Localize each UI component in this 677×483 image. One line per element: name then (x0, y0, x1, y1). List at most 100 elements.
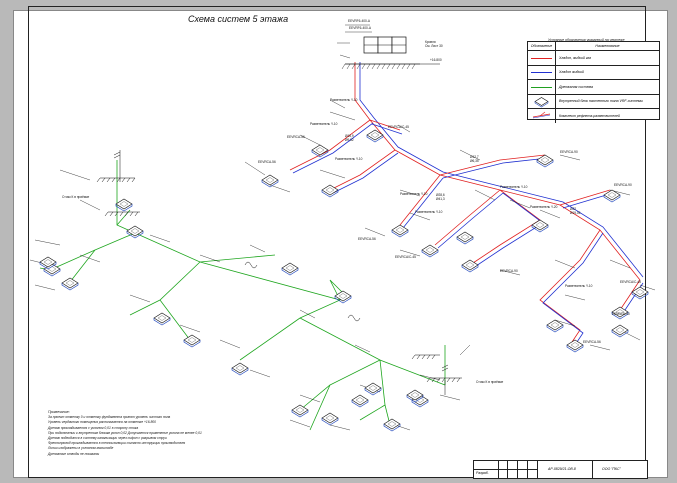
legend-row: Дренажная система (528, 80, 659, 95)
pipe-label: Ø12,7 (470, 155, 479, 159)
branch-label: Разветвитель Y-10 (415, 210, 443, 214)
outdoor-unit-label: EEVRF6-400-A (348, 19, 371, 23)
indoor-unit-icon (126, 225, 144, 239)
indoor-units (39, 129, 649, 432)
branch-label: Разветвитель Y-20 (530, 205, 558, 209)
legend-text: Комплект рефнета-разветвителей (559, 113, 620, 118)
branch-label: Разветвитель Y-10 (335, 157, 363, 161)
drawing-frame (28, 6, 646, 478)
title-block: Разраб. АР-0829/21-ОВ-8 ООО "ПКС" (473, 460, 648, 479)
pipe-label: Ø19,05 (570, 211, 581, 215)
unit-label: EEVRCA-56 (358, 237, 376, 241)
legend-row: Хладон жидкий (528, 65, 659, 80)
indoor-unit-icon (366, 129, 384, 143)
unit-label: EEVRCA/C-45 (388, 125, 409, 129)
stamp-role: Разраб. (476, 471, 489, 475)
notes-line: Дренажные отводы не показаны (48, 451, 100, 456)
indoor-unit-icon (603, 189, 621, 203)
pipe-label: Ø22 (570, 207, 576, 211)
indoor-unit-icon (311, 144, 329, 158)
pipe-label: Ø41,3 (436, 197, 445, 201)
legend-text: Внутренний блок настенного типа VRF-сист… (559, 99, 643, 104)
outdoor-units (341, 36, 440, 70)
stamp-divider (537, 461, 538, 478)
branch-label: Разветвитель Y-10 (500, 185, 528, 189)
notes-line: При подключении к внутренним блокам укло… (48, 430, 202, 435)
legend-caption: Условные обозначения указанный на чертеж… (548, 38, 625, 42)
pipe-label: Ø6,35 (470, 159, 479, 163)
diagram-labels: EEVRF6-400-A EEVRF6-400-A Кровля См. Лис… (62, 19, 641, 384)
indoor-unit-icon (611, 324, 629, 338)
indoor-unit-icon (115, 198, 133, 212)
notes-line: За проект отметку 0 и отметку фундамента… (48, 415, 171, 420)
indoor-unit-icon (183, 334, 201, 348)
drawing-title: Схема систем 5 этажа (188, 14, 289, 24)
notes-heading: Примечание: (48, 410, 70, 414)
unit-label: EEVRCA-56 (583, 340, 601, 344)
level-label: +16.800 (430, 58, 442, 62)
indoor-unit-icon (406, 389, 424, 403)
red-line-symbol (528, 51, 556, 65)
stamp-row-divider (474, 469, 537, 470)
indoor-unit-icon (461, 259, 479, 273)
indoor-unit-icon (536, 154, 554, 168)
leader-lines (29, 24, 656, 431)
indoor-unit-icon (231, 362, 249, 376)
legend-row: Хладон, жидкий газ (528, 51, 659, 66)
break-symbols (113, 151, 449, 372)
branch-label: Разветвитель Y-10 (565, 284, 593, 288)
refrigerant-lines (289, 62, 644, 349)
notes-line: Уровень чердачного помещения располагает… (48, 420, 156, 425)
drainage-lines (39, 160, 446, 431)
stamp-code: АР-0829/21-ОВ-8 (548, 467, 576, 471)
floor-slabs (96, 150, 462, 395)
legend-table: Обозначение Наименование Хладон, жидкий … (527, 41, 660, 123)
notes-block: Примечание: За проект отметку 0 и отметк… (48, 410, 348, 457)
notes-line: Фреонопровод прокладывается в теплоизоля… (48, 441, 186, 446)
unit-label: EEVRCA-90 (560, 150, 578, 154)
unit-label: EEVRCA-90 (614, 183, 632, 187)
notes-line: Дренаж подводится в систему канализации … (48, 436, 167, 441)
indoor-unit-icon (391, 224, 409, 238)
indoor-unit-symbol (528, 94, 556, 108)
legend-text: Хладон, жидкий газ (559, 55, 591, 60)
unit-label: EEVRCA/C-45 (395, 255, 416, 259)
unit-label: EEVRCA/C-45 (620, 280, 641, 284)
indoor-unit-icon (566, 339, 584, 353)
indoor-unit-icon (456, 231, 474, 245)
branch-label: Разветвитель Y-10 (310, 122, 338, 126)
branch-label: Разветвитель Y-10 (400, 192, 428, 196)
pipe-label: Ø9,52 (345, 138, 354, 142)
refnet-symbol (528, 109, 556, 123)
roof-note-label: См. Лист 30 (425, 44, 443, 48)
legend-header-name: Наименование (595, 44, 620, 48)
unit-label: EEVRCA-90 (612, 312, 630, 316)
roof-mark-label: Кровля (425, 40, 436, 44)
stamp-divider (592, 461, 593, 478)
indoor-unit-icon (61, 277, 79, 291)
notes-line: Дренаж прокладывается с уклоном 0,01 в с… (48, 425, 139, 430)
indoor-unit-icon (631, 286, 649, 300)
riser-label: Стояк К в приёмке (476, 380, 504, 384)
pipe-label: Ø15,9 (345, 134, 354, 138)
legend-header: Обозначение Наименование (528, 42, 659, 51)
unit-label: EEVRCA-56 (258, 160, 276, 164)
indoor-unit-icon (351, 394, 369, 408)
legend-text: Хладон жидкий (559, 70, 584, 75)
riser-label: Стояк К в приёмке (62, 195, 90, 199)
legend-row: Внутренний блок настенного типа VRF-сист… (528, 94, 659, 109)
indoor-unit-icon (546, 319, 564, 333)
blue-line-symbol (528, 65, 556, 79)
legend-row: Комплект рефнета-разветвителей (528, 109, 659, 123)
indoor-unit-icon (334, 290, 352, 304)
indoor-unit-icon (153, 312, 171, 326)
indoor-unit-icon (321, 412, 339, 426)
indoor-unit-icon (281, 262, 299, 276)
green-line-symbol (528, 80, 556, 94)
notes-line: Линии изображены в условном масштабе (48, 446, 114, 451)
indoor-unit-icon (611, 306, 629, 320)
outdoor-unit-label-2: EEVRF6-400-A (349, 26, 372, 30)
indoor-unit-icon (39, 256, 57, 270)
